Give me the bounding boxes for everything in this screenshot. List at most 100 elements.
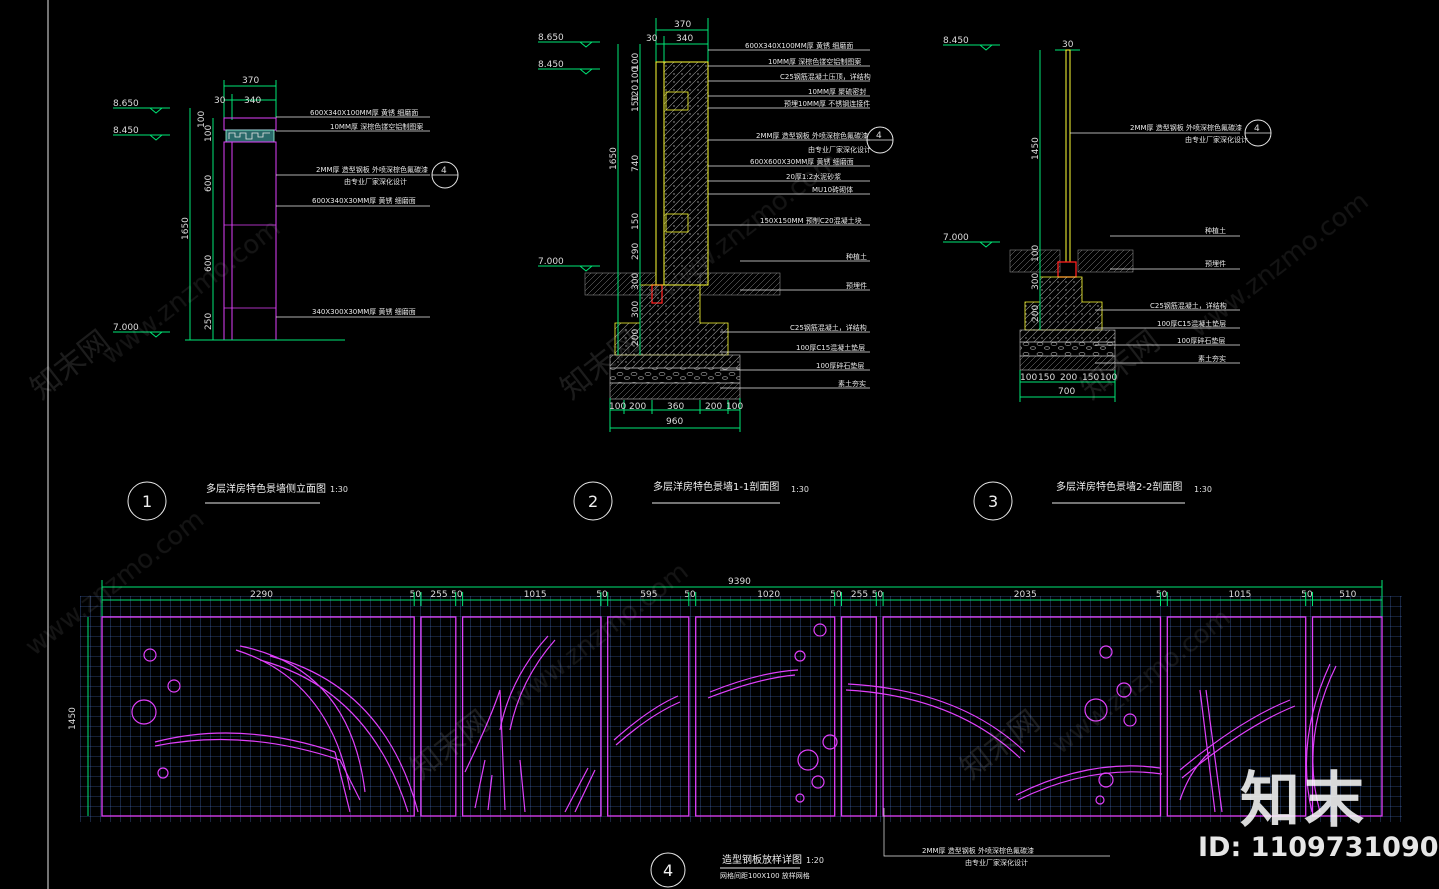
- level-3-8450: 8.450: [943, 36, 969, 46]
- segment-dim-label: 50: [410, 590, 422, 600]
- scale-2: 1:30: [791, 485, 809, 494]
- scale-3: 1:30: [1194, 485, 1212, 494]
- dim3-top-30: 30: [1062, 40, 1074, 50]
- dim2-1650: 1650: [609, 147, 619, 170]
- dim2-120: 120: [631, 85, 641, 102]
- segment-dim-label: 595: [640, 590, 657, 600]
- watermark-logo: 知末: [1240, 766, 1368, 836]
- steel-plate-pattern: [131, 623, 1337, 813]
- title-num-2: 2: [588, 492, 598, 511]
- dim2-b-960: 960: [666, 417, 683, 427]
- watermark-text-1: www.znzmo.com: [96, 213, 286, 371]
- title-4: 造型钢板放样详图: [722, 853, 802, 866]
- note-3-1: 由专业厂家深化设计: [1185, 135, 1248, 144]
- level-8650: 8.650: [113, 99, 139, 109]
- level-marks-1: 8.650 8.450 7.000: [113, 99, 170, 338]
- note-2-5: 2MM厚 造型钢板 外喷深棕色氟碳漆: [756, 131, 868, 140]
- dim3-b-200: 200: [1060, 373, 1077, 383]
- subtitle-4: 网格间距100X100 放样网格: [720, 871, 810, 880]
- note-2-6: 由专业厂家深化设计: [808, 145, 871, 154]
- segment-dim-label: 50: [596, 590, 608, 600]
- segment-dim-label: 50: [451, 590, 463, 600]
- dim2-150a: 150: [631, 95, 641, 112]
- note-2-0: 600X340X100MM厚 黄锈 细磨面: [745, 41, 853, 50]
- level-8450: 8.450: [113, 126, 139, 136]
- watermark-id: ID: 1109731090: [1198, 832, 1439, 863]
- note-1-0: 600X340X100MM厚 黄锈 细磨面: [310, 108, 418, 117]
- dim-top-340: 340: [244, 96, 261, 106]
- anchor-3: [1057, 261, 1077, 278]
- dim3-b-150b: 150: [1082, 373, 1099, 383]
- wall-core: [663, 61, 709, 286]
- level-3-7000: 7.000: [943, 233, 969, 243]
- earth-layer-2: [609, 382, 741, 400]
- title-3: 多层洋房特色景墙2-2剖面图: [1056, 480, 1182, 493]
- title-1: 多层洋房特色景墙侧立面图: [206, 482, 326, 495]
- detail-1-elevation: 8.650 8.450 7.000 370 30 340: [113, 76, 459, 341]
- dim-side-250: 250: [204, 313, 214, 330]
- detail-titles: 1 多层洋房特色景墙侧立面图 1:30 2 多层洋房特色景墙1-1剖面图 1:3…: [127, 480, 1212, 521]
- dim2-b-200a: 200: [629, 402, 646, 412]
- note-1-3: 由专业厂家深化设计: [344, 177, 407, 186]
- steel-panel: [420, 616, 457, 817]
- ref-num-2: 4: [876, 131, 882, 141]
- dim3-300: 300: [1031, 273, 1041, 290]
- layout-grid: [80, 596, 1402, 822]
- segment-dim-label: 50: [872, 590, 884, 600]
- segment-dim-label: 255: [851, 590, 868, 600]
- note-4-1: 由专业厂家深化设计: [965, 858, 1028, 867]
- dim3-100: 100: [1031, 245, 1041, 262]
- note-2-15: 100厚碎石垫层: [816, 361, 864, 370]
- title-2: 多层洋房特色景墙1-1剖面图: [653, 480, 779, 493]
- dim4-height: 1450: [68, 707, 78, 730]
- note-2-9: MU10砖砌体: [812, 185, 853, 194]
- dim3-b-150a: 150: [1038, 373, 1055, 383]
- dim-side-100b: 100: [204, 125, 214, 142]
- soil-right: [699, 272, 781, 296]
- panel-outlines: [101, 616, 1383, 817]
- dim2-b-360: 360: [667, 402, 684, 412]
- note-2-1: 10MM厚 深棕色镂空铝制图案: [768, 57, 861, 66]
- segment-dim-label: 2035: [1014, 590, 1037, 600]
- segment-dim-label: 50: [830, 590, 842, 600]
- segment-dim-label: 1015: [1229, 590, 1252, 600]
- dim2-b-100a: 100: [609, 402, 626, 412]
- dim-side-1650: 1650: [181, 217, 191, 240]
- level-marks-2: 8.650 8.450 7.000: [538, 33, 600, 272]
- note-2-10: 150X150MM 预制C20混凝土块: [760, 216, 862, 225]
- dim2-290: 290: [631, 243, 641, 260]
- scale-4: 1:20: [806, 856, 824, 865]
- scale-1: 1:30: [330, 485, 348, 494]
- dim2-b-200b: 200: [705, 402, 722, 412]
- note-3-0: 2MM厚 造型钢板 外喷深棕色氟碳漆: [1130, 123, 1242, 132]
- note-3-7: 素土夯实: [1198, 354, 1226, 363]
- dim2-300a: 300: [631, 273, 641, 290]
- dim2-100a: 100: [631, 53, 641, 70]
- title-num-1: 1: [142, 492, 152, 511]
- segment-dim-label: 1015: [524, 590, 547, 600]
- dim2-200: 200: [631, 329, 641, 346]
- dim2-b-100b: 100: [726, 402, 743, 412]
- note-1-1: 10MM厚 深棕色镂空铝制图案: [330, 122, 423, 131]
- note-2-11: 种植土: [846, 252, 867, 261]
- steel-plate-3: [1065, 49, 1071, 263]
- dim2-100b: 100: [631, 67, 641, 84]
- level-2-8650: 8.650: [538, 33, 564, 43]
- segment-dim-label: 50: [1301, 590, 1313, 600]
- steel-panel: [840, 616, 877, 817]
- note-2-4: 预埋10MM厚 不锈钢连接件: [784, 99, 870, 108]
- note-1-2: 2MM厚 造型钢板 外喷深棕色氟碳漆: [316, 165, 428, 174]
- dim2-top-340: 340: [676, 34, 693, 44]
- level-7000: 7.000: [113, 323, 139, 333]
- note-2-16: 素土夯实: [838, 379, 866, 388]
- steel-panel: [607, 616, 690, 817]
- steel-panel: [695, 616, 836, 817]
- note-2-2: C25钢筋混凝土压顶，详结构: [780, 72, 871, 81]
- segment-dim-label: 50: [1156, 590, 1168, 600]
- note-2-12: 预埋件: [846, 281, 867, 290]
- level-2-7000: 7.000: [538, 257, 564, 267]
- dim2-300b: 300: [631, 301, 641, 318]
- title-num-3: 3: [988, 492, 998, 511]
